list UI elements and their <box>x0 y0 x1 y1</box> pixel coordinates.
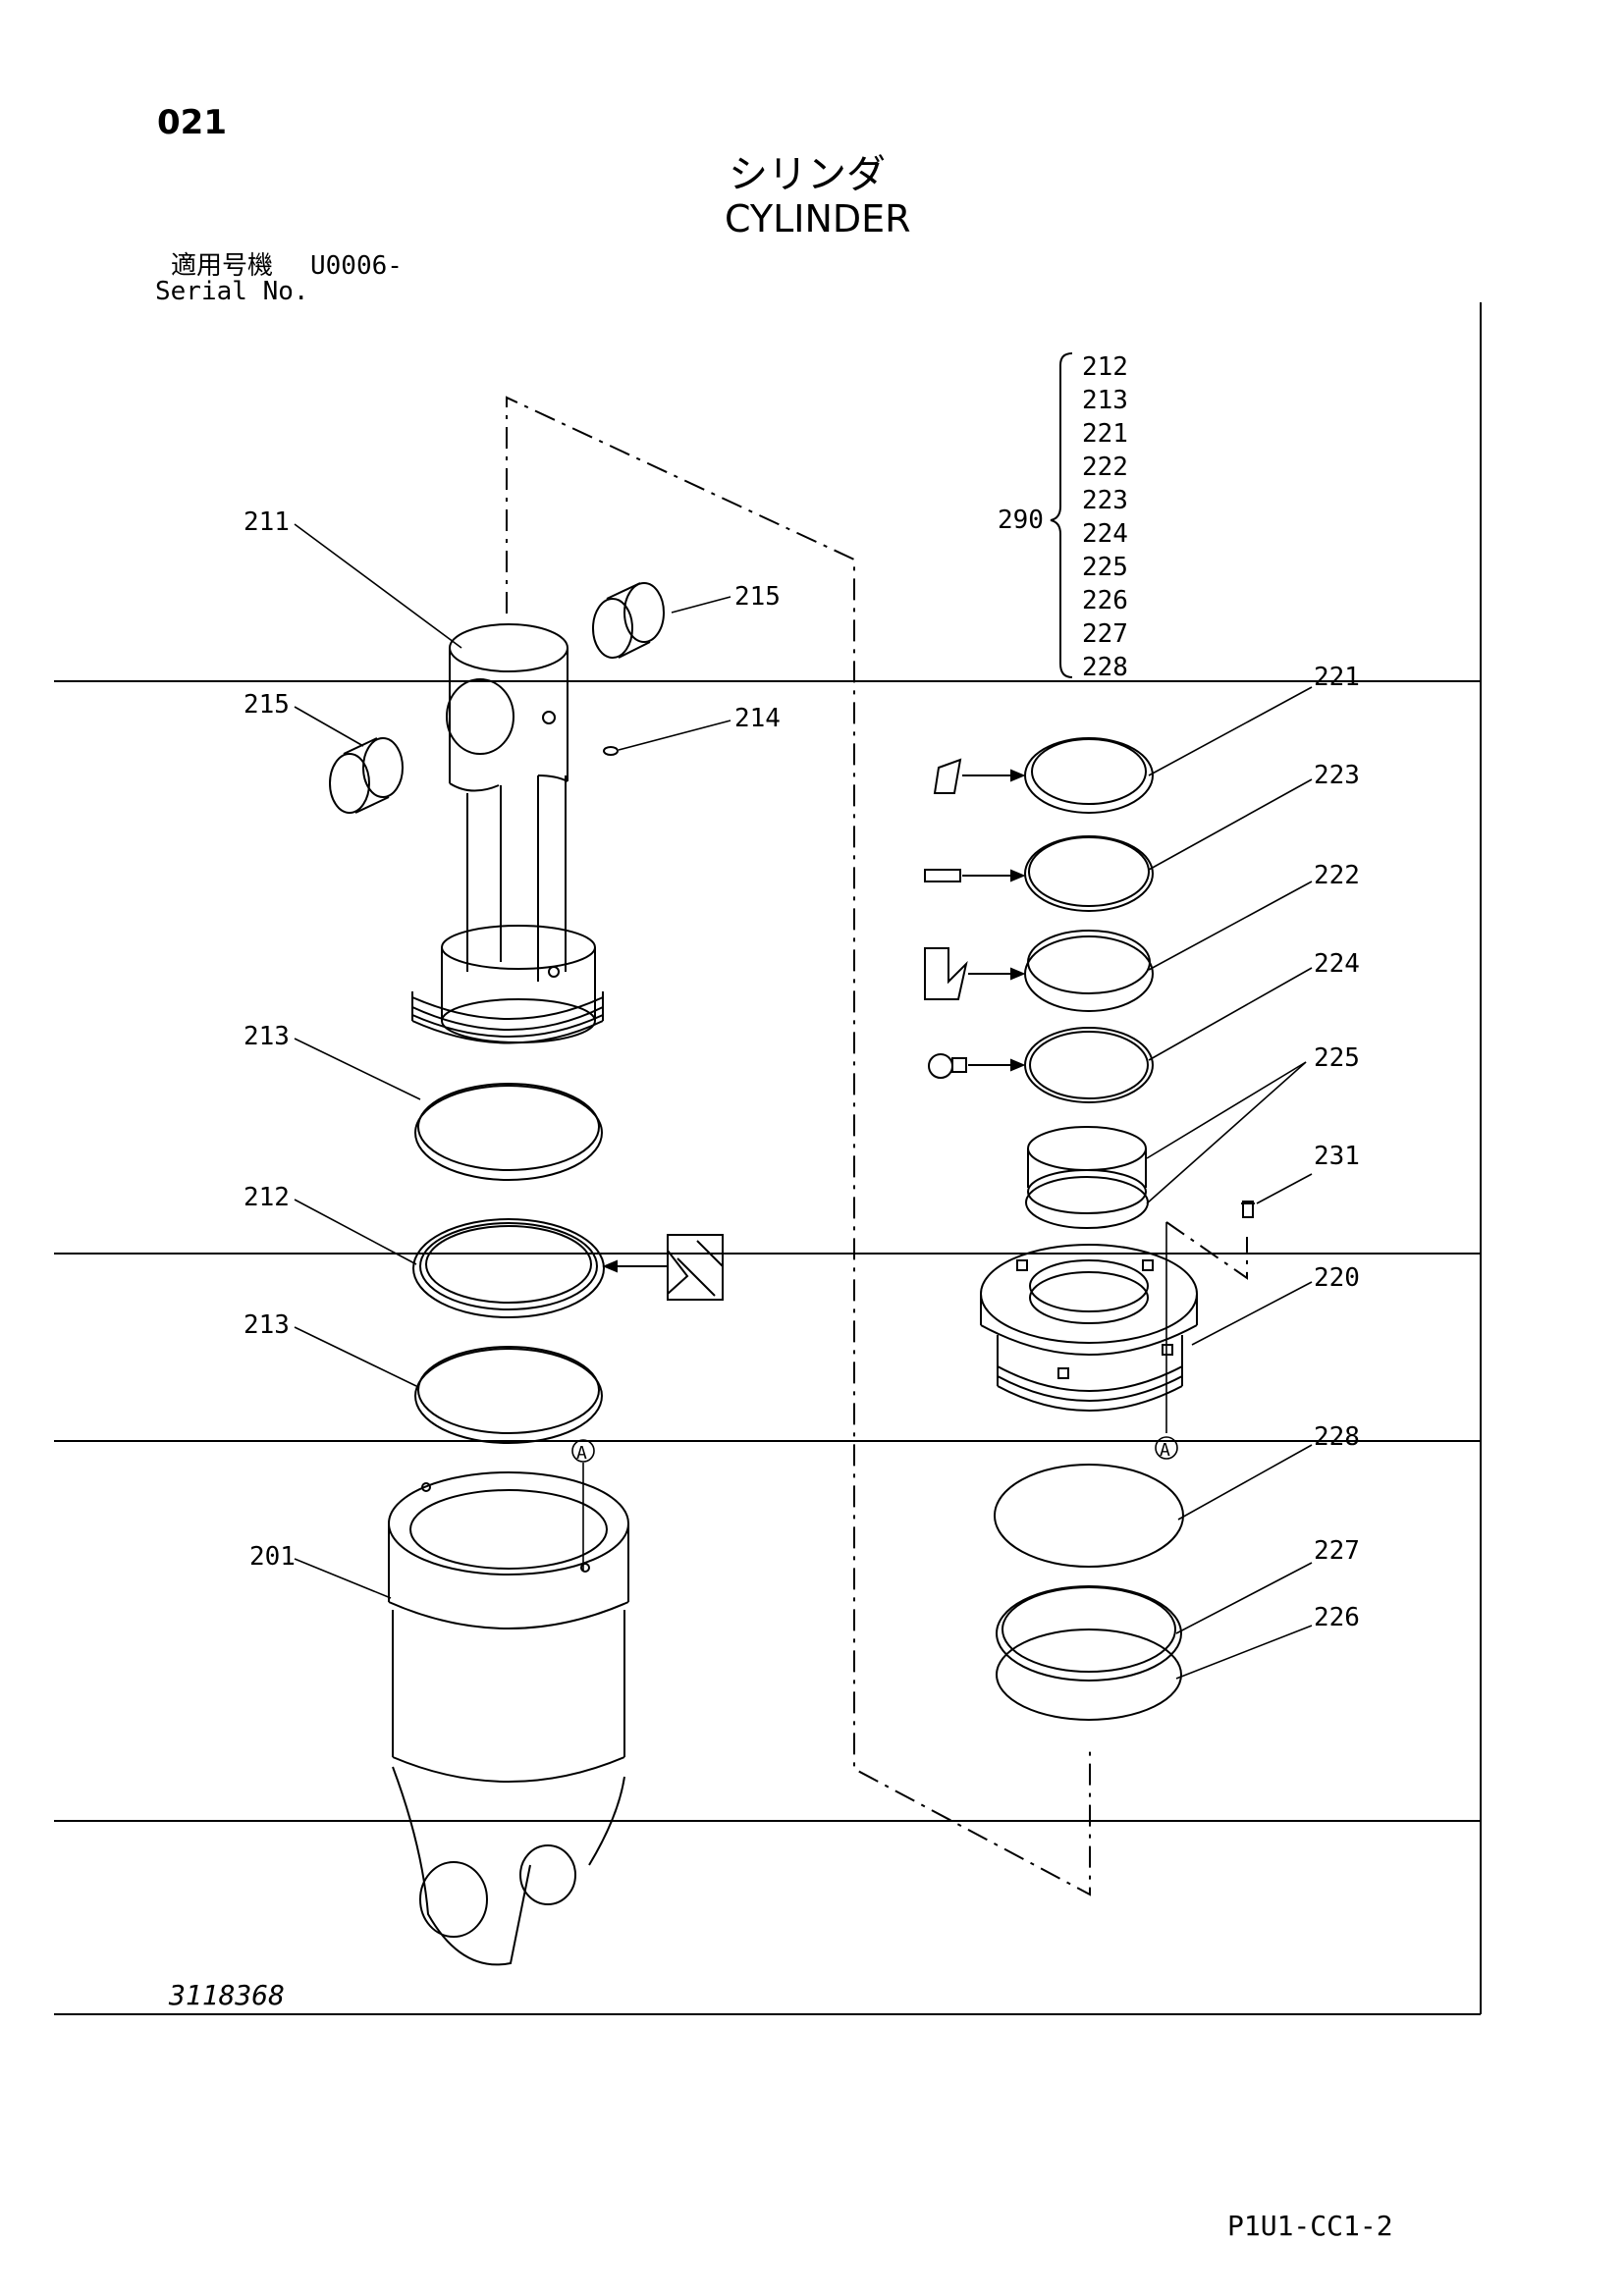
piston-rod-211 <box>411 623 604 1044</box>
callout-222: 222 <box>1314 861 1360 890</box>
callout-231: 231 <box>1314 1142 1360 1171</box>
ring-221 <box>1024 737 1154 814</box>
callout-223: 223 <box>1314 761 1360 790</box>
ring-227 <box>996 1585 1182 1682</box>
cylinder-tube-201 <box>388 1471 629 1966</box>
callout-227: 227 <box>1314 1536 1360 1566</box>
callout-221: 221 <box>1314 663 1360 692</box>
callout-213-upper: 213 <box>244 1022 290 1051</box>
marker-a-left-label: A <box>576 1443 587 1464</box>
bushing-215-lower <box>329 737 404 814</box>
callout-226: 226 <box>1314 1603 1360 1632</box>
section-profile-222 <box>924 947 1026 1000</box>
kit-member-7: 226 <box>1082 586 1128 615</box>
ring-226 <box>996 1629 1182 1721</box>
kit-member-8: 227 <box>1082 619 1128 649</box>
page-number: 021 <box>157 103 227 142</box>
ring-213-upper <box>414 1083 603 1181</box>
cylinder-head-220 <box>980 1244 1198 1412</box>
ring-228 <box>994 1464 1184 1568</box>
callout-225: 225 <box>1314 1043 1360 1073</box>
kit-number: 290 <box>998 506 1044 535</box>
serial-number-value: U0006- <box>310 251 403 281</box>
callout-215-lower: 215 <box>244 690 290 720</box>
kit-member-4: 223 <box>1082 486 1128 515</box>
callout-201: 201 <box>249 1542 296 1572</box>
kit-member-3: 222 <box>1082 453 1128 482</box>
kit-member-1: 213 <box>1082 386 1128 415</box>
bushing-215-upper <box>592 582 665 659</box>
callout-212: 212 <box>244 1183 290 1212</box>
screw-231 <box>1241 1201 1255 1218</box>
callout-228: 228 <box>1314 1422 1360 1452</box>
ring-224 <box>1024 1027 1154 1103</box>
frame-lines <box>54 302 1482 2015</box>
kit-member-2: 221 <box>1082 419 1128 449</box>
section-detail-212 <box>602 1234 724 1301</box>
ring-222 <box>1024 930 1154 1012</box>
serial-label-japanese: 適用号機 <box>171 251 274 281</box>
title-japanese: シリンダ <box>729 152 886 197</box>
section-profile-224 <box>928 1053 1026 1079</box>
sheet-code: P1U1-CC1-2 <box>1227 2210 1393 2242</box>
callout-211: 211 <box>244 507 290 537</box>
callout-224: 224 <box>1314 949 1360 979</box>
ring-213-lower <box>414 1346 603 1444</box>
section-profile-223 <box>924 869 1026 882</box>
kit-bracket-290 <box>1050 352 1073 678</box>
assembly-dash-lines <box>506 396 1248 1896</box>
ring-223 <box>1024 835 1154 912</box>
title-english: CYLINDER <box>725 197 911 240</box>
marker-a-right <box>1155 1436 1178 1460</box>
kit-member-9: 228 <box>1082 653 1128 682</box>
grease-fitting-214 <box>603 746 619 756</box>
serial-label-english: Serial No. <box>155 277 309 306</box>
callout-213-lower: 213 <box>244 1310 290 1340</box>
section-profile-221 <box>933 758 1026 794</box>
marker-a-left <box>571 1439 595 1463</box>
callout-220: 220 <box>1314 1263 1360 1293</box>
marker-a-right-label: A <box>1160 1440 1170 1461</box>
callout-215-upper: 215 <box>734 582 781 612</box>
leader-lines <box>294 523 1313 1680</box>
ring-212 <box>412 1218 605 1318</box>
kit-member-0: 212 <box>1082 352 1128 382</box>
kit-member-5: 224 <box>1082 519 1128 549</box>
drawing-number: 3118368 <box>169 1979 286 2011</box>
kit-member-6: 225 <box>1082 553 1128 582</box>
rings-225 <box>1025 1126 1149 1229</box>
callout-214: 214 <box>734 704 781 733</box>
